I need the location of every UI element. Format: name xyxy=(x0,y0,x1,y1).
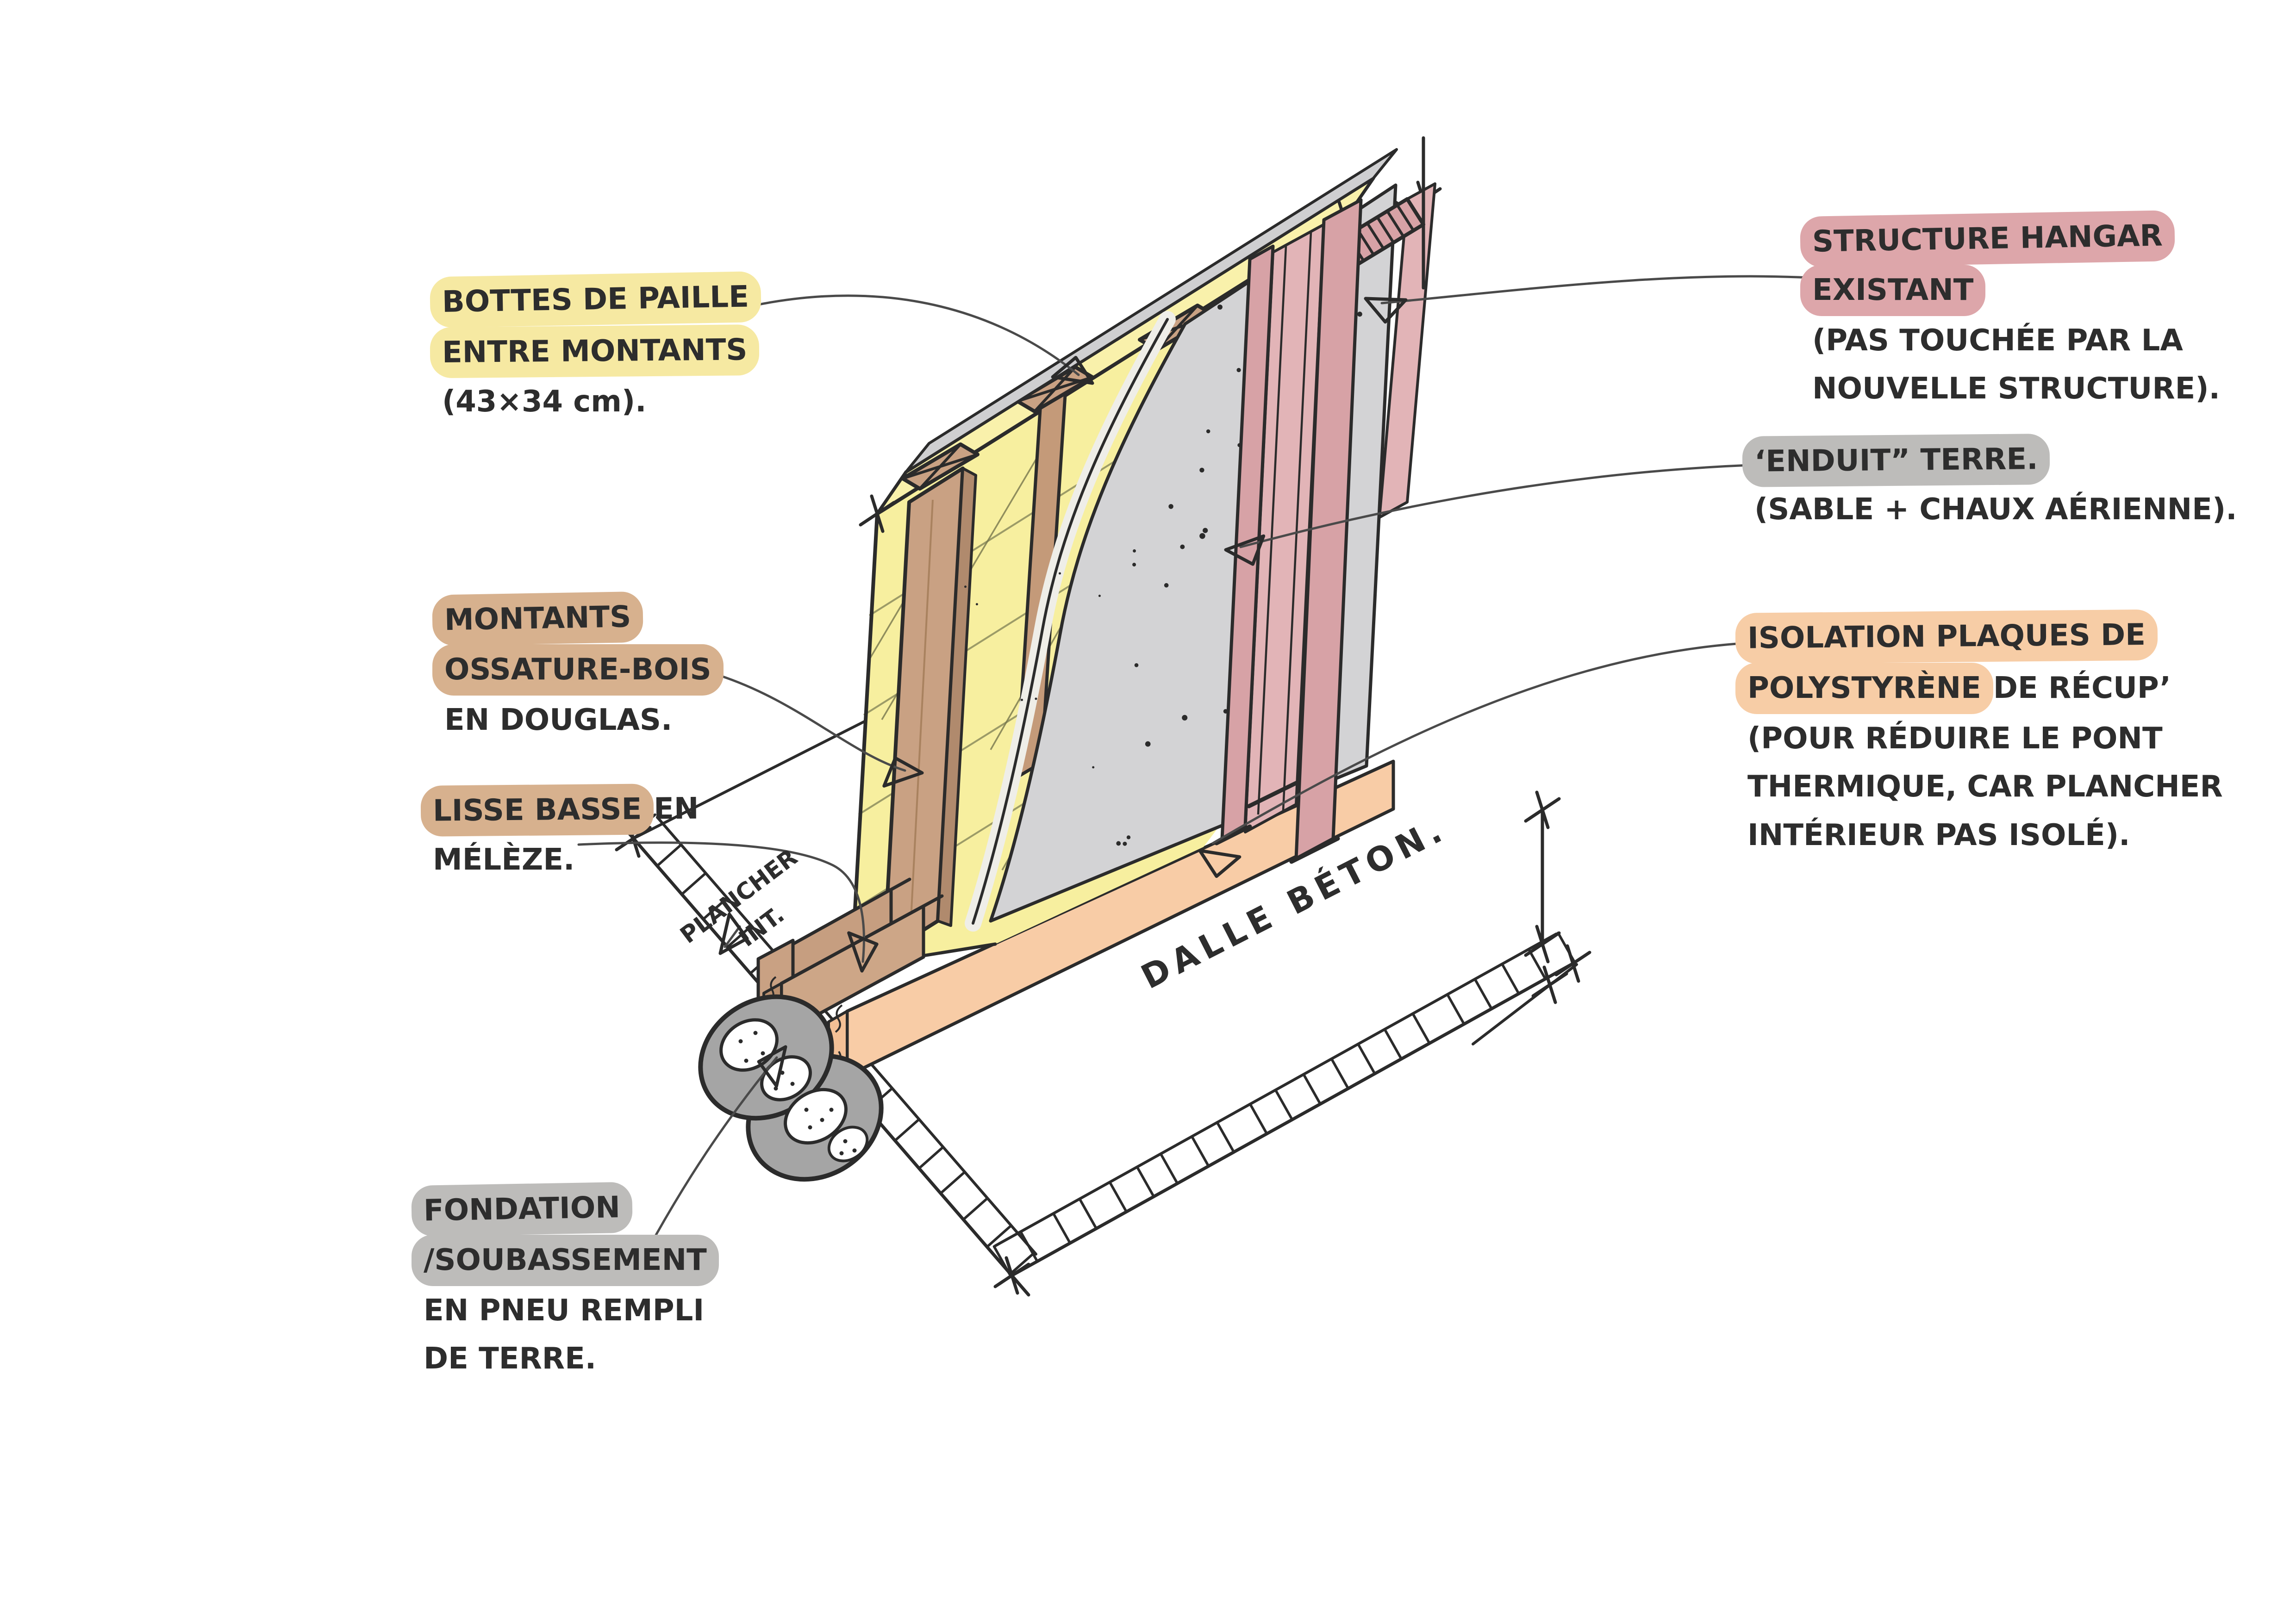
label-text: ‘ENDUIT” TERRE. xyxy=(1742,433,2050,488)
arrowhead xyxy=(882,756,924,788)
leader-enduit xyxy=(1239,464,1751,548)
arrowhead xyxy=(1051,355,1094,385)
label-text: DE TERRE. xyxy=(424,1342,597,1376)
label-text: NOUVELLE STRUCTURE). xyxy=(1812,372,2220,406)
arrowhead xyxy=(1364,297,1408,324)
label-lisse-basse: LISSE BASSE EN MÉLÈZE. xyxy=(420,784,699,884)
leader-lines xyxy=(577,275,1811,1246)
label-text: BOTTES DE PAILLE xyxy=(430,271,761,328)
label-text: (43×34 cm). xyxy=(442,384,647,419)
tire-earth-fill-dots xyxy=(738,1031,857,1156)
arrowhead xyxy=(847,931,879,973)
label-fondation: FONDATION/SOUBASSEMENT EN PNEU REMPLI DE T… xyxy=(411,1181,719,1383)
label-text: (SABLE + CHAUX AÉRIENNE). xyxy=(1754,492,2237,527)
label-text: MONTANTS xyxy=(432,591,644,647)
label-text: ISOLATION PLAQUES DE xyxy=(1735,609,2158,665)
leader-plancher xyxy=(724,925,741,948)
label-text: THERMIQUE, CAR PLANCHER xyxy=(1747,770,2223,804)
leader-lisse xyxy=(577,841,865,963)
label-text: EN xyxy=(653,791,699,827)
label-text: (POUR RÉDUIRE LE PONT xyxy=(1747,721,2163,756)
leader-montants xyxy=(711,672,906,772)
label-text: (PAS TOUCHÉE PAR LA xyxy=(1812,323,2183,358)
arrowhead xyxy=(1224,534,1266,566)
label-text: EN PNEU REMPLI xyxy=(424,1293,705,1328)
label-text: EXISTANT xyxy=(1800,265,1986,316)
leader-structure xyxy=(1380,275,1811,305)
arrowhead xyxy=(757,1045,787,1088)
label-text: EN DOUGLAS. xyxy=(444,703,673,737)
label-text: INTÉRIEUR PAS ISOLÉ). xyxy=(1747,818,2130,852)
label-dalle-beton: DALLE BÉTON. xyxy=(1132,803,1456,1003)
label-text: LISSE BASSE xyxy=(420,784,654,837)
label-text: /SOUBASSEMENT xyxy=(412,1235,719,1286)
label-text: STRUCTURE HANGAR xyxy=(1800,210,2175,268)
label-text: MÉLÈZE. xyxy=(433,843,575,877)
leader-isolation xyxy=(1211,642,1744,845)
leader-bottes xyxy=(723,294,1080,376)
leader-arrowheads xyxy=(718,297,1408,1088)
label-text: DE RÉCUP’ xyxy=(1993,671,2171,706)
label-text: FONDATION xyxy=(411,1181,633,1237)
slab-hatch-front xyxy=(992,932,1576,1278)
arrowhead xyxy=(1198,849,1242,878)
label-text: DALLE BÉTON. xyxy=(1135,809,1453,997)
label-text: OSSATURE-BOIS xyxy=(432,644,724,696)
label-text: POLYSTYRÈNE xyxy=(1735,663,1993,714)
leader-fondation xyxy=(649,1056,778,1246)
label-text: ENTRE MONTANTS xyxy=(430,324,760,379)
label-enduit-terre: ‘ENDUIT” TERRE. (SABLE + CHAUX AÉRIENNE). xyxy=(1742,433,2237,534)
arrowhead xyxy=(718,912,749,955)
